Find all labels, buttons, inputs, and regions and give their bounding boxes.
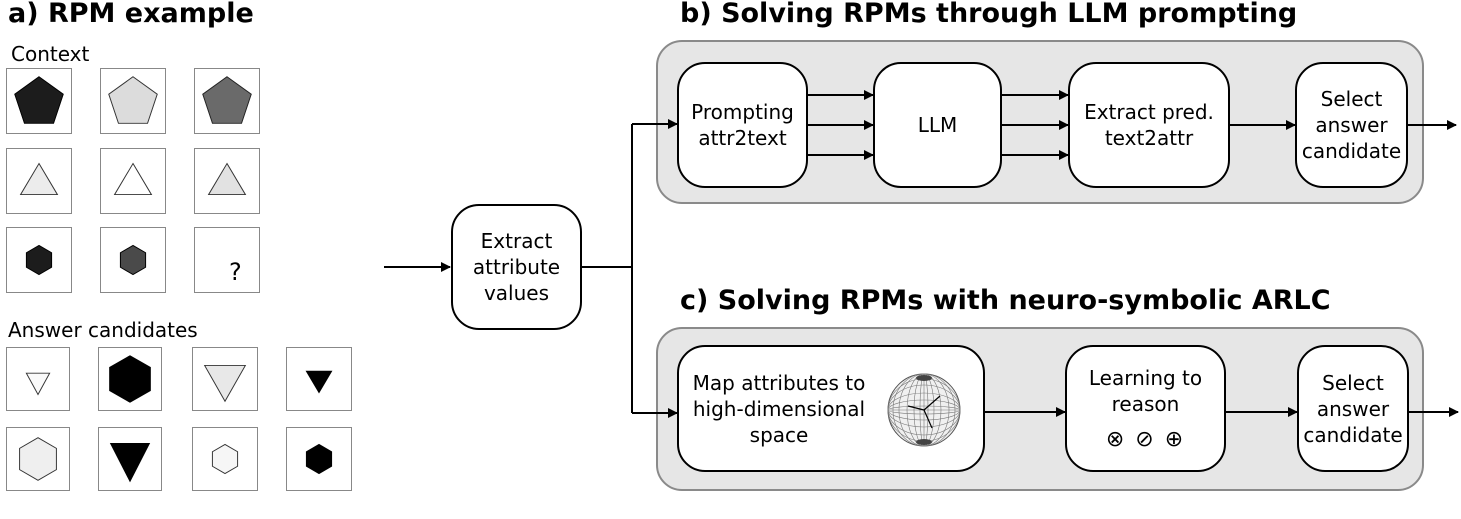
context-cell-6 — [194, 148, 260, 214]
hexagon-black-icon — [109, 355, 151, 403]
answer-candidate-5 — [6, 427, 70, 491]
learning-to-reason-node: Learning to reason ⊗ ⊘ ⊕ — [1065, 345, 1226, 472]
context-cell-4 — [6, 148, 72, 214]
map-attributes-label: Map attributes to high-dimensional space — [692, 370, 866, 447]
triangle-white-icon — [113, 162, 153, 196]
answer-candidate-6 — [98, 427, 162, 491]
hexagon-darkgray-icon — [119, 244, 147, 276]
panel-c-title: c) Solving RPMs with neuro-symbolic ARLC — [680, 285, 1331, 316]
learning-to-reason-label: Learning to reason — [1088, 365, 1203, 416]
context-cell-8 — [100, 227, 166, 293]
triangle-down-white-icon — [25, 372, 51, 396]
triangle-lightgray-icon — [19, 162, 59, 196]
hexagon-black-icon — [25, 244, 53, 276]
context-cell-1 — [6, 68, 72, 134]
triangle-down-lightgray-icon — [203, 364, 247, 403]
answer-candidates-label: Answer candidates — [8, 318, 198, 342]
answer-candidate-4 — [286, 347, 352, 411]
select-answer-candidate-node-c: Select answer candidate — [1297, 345, 1409, 472]
answer-candidate-2 — [98, 347, 162, 411]
hypersphere-icon — [887, 373, 961, 447]
triangle-lightgray-icon — [207, 162, 247, 196]
extract-attribute-values-node: Extract attribute values — [451, 204, 582, 330]
map-attributes-node: Map attributes to high-dimensional space — [677, 345, 985, 472]
answer-candidate-3 — [192, 347, 258, 411]
panel-b-title: b) Solving RPMs through LLM prompting — [680, 0, 1298, 29]
panel-a-title: a) RPM example — [8, 0, 254, 29]
pentagon-lightgray-icon — [108, 76, 158, 124]
missing-question-mark: ? — [229, 258, 242, 286]
context-cell-3 — [194, 68, 260, 134]
pentagon-gray-icon — [202, 76, 252, 124]
hexagon-black-icon — [305, 443, 333, 475]
pentagon-black-icon — [14, 76, 64, 124]
context-cell-7 — [6, 227, 72, 293]
context-cell-5 — [100, 148, 166, 214]
answer-candidate-1 — [6, 347, 70, 411]
context-cell-2 — [100, 68, 166, 134]
triangle-down-black-icon — [109, 443, 151, 483]
llm-node: LLM — [873, 62, 1002, 188]
prompting-attr2text-node: Prompting attr2text — [677, 62, 808, 188]
extract-pred-text2attr-node: Extract pred. text2attr — [1068, 62, 1230, 188]
context-label: Context — [11, 42, 90, 66]
hexagon-lightgray-icon — [19, 437, 57, 481]
answer-candidate-8 — [286, 427, 352, 491]
reasoning-operators: ⊗ ⊘ ⊕ — [1105, 426, 1186, 452]
answer-candidate-7 — [192, 427, 258, 491]
context-cell-missing: ? — [194, 227, 260, 293]
select-answer-candidate-node-b: Select answer candidate — [1295, 62, 1408, 188]
hexagon-white-icon — [211, 443, 239, 475]
triangle-down-black-icon — [305, 370, 333, 394]
